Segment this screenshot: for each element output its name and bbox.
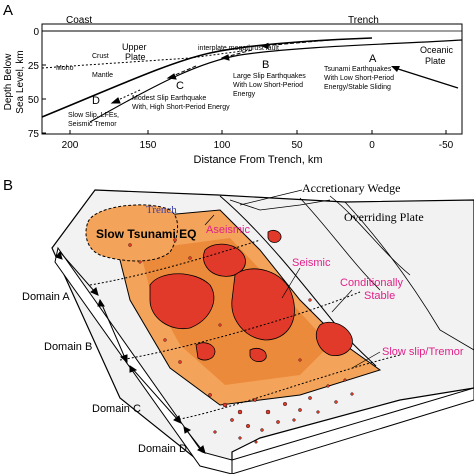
- leader-lines: [204, 189, 381, 369]
- domain-letter-b: B: [262, 59, 269, 71]
- domain-b-line: Large Slip Earthquakes: [233, 73, 306, 80]
- plate-boundary-line: [219, 195, 377, 367]
- domain-d-text: Slow Slip, LFEs, Seismic Tremor: [68, 112, 119, 128]
- trench-label: Trench: [146, 204, 177, 216]
- slab-top-line: [41, 37, 373, 118]
- aseismic-label: Aseismic: [206, 224, 251, 236]
- mantle-label: Mantle: [92, 72, 113, 79]
- domain-c-label: Domain C: [92, 403, 141, 415]
- x-tick-label: -50: [439, 140, 454, 151]
- seismic-patch: [316, 321, 353, 357]
- conditionally-label-1: Conditionally: [340, 277, 403, 289]
- domain-b-text: Large Slip Earthquakes With Low Short-Pe…: [233, 73, 306, 98]
- domain-a-line: With Low Short-Period: [324, 75, 394, 82]
- domain-c-line: With, High Short-Period Energy: [132, 104, 230, 111]
- panel-b-letter: B: [3, 177, 13, 194]
- slab-bottom-line: [89, 39, 463, 123]
- fault-label: interplate megathrust fault: [198, 45, 279, 52]
- domain-letter-c: C: [176, 80, 184, 92]
- domain-letter-d: D: [92, 95, 100, 107]
- oceanic-plate-label-1: Oceanic: [420, 45, 454, 55]
- domain-a-line: Energy/Stable Sliding: [324, 84, 391, 91]
- orange-dots: [128, 238, 312, 364]
- coast-label: Coast: [66, 15, 92, 26]
- x-tick-label: 0: [369, 140, 375, 151]
- domain-b-label: Domain B: [44, 341, 92, 353]
- slow-slip-label: Slow slip/Tremor: [382, 346, 464, 358]
- y-ticks-marks: [42, 30, 46, 134]
- oceanic-plate-arrow: [391, 66, 459, 89]
- domain-arrows: [55, 250, 206, 454]
- seismic-patch: [267, 230, 282, 243]
- tremor-dots: [208, 378, 354, 444]
- seismic-patch: [195, 342, 216, 361]
- panel-a: A Coast Trench: [3, 2, 463, 166]
- plot-frame-a: [41, 23, 463, 135]
- y-tick-label: 75: [28, 129, 40, 140]
- x-tick-label: 100: [214, 140, 231, 151]
- x-tick-label: 150: [140, 140, 157, 151]
- domain-d-line: Seismic Tremor: [68, 121, 117, 128]
- x-tick-label: 50: [291, 140, 303, 151]
- seismic-patch: [149, 273, 215, 330]
- overriding-plate-label: Overriding Plate: [344, 210, 424, 224]
- moho-line: [41, 49, 251, 69]
- accretionary-wedge-label: Accretionary Wedge: [302, 181, 400, 195]
- domain-b-line: Energy: [233, 91, 256, 98]
- upper-plate-label-2: Plate: [125, 52, 146, 62]
- y-axis-label-line1: Depth Below: [3, 53, 14, 110]
- slow-tsunami-label: Slow Tsunami EQ: [96, 227, 196, 241]
- oceanic-plate-label-2: Plate: [425, 56, 446, 66]
- wedge-line-2: [329, 195, 411, 276]
- y-tick-label: 0: [33, 27, 39, 38]
- domain-a-text: Tsunami Earthquakes With Low Short-Perio…: [324, 66, 394, 91]
- seismic-patches: [149, 230, 353, 362]
- domain-c-line: Modest Slip Earthquake: [132, 95, 206, 102]
- domain-letter-a: A: [369, 53, 377, 65]
- domain-d-line: Slow Slip, LFEs,: [68, 112, 119, 119]
- slow-tsunami-zone: [85, 204, 178, 262]
- upper-plate-label-1: Upper: [122, 42, 147, 52]
- domain-boundaries: [89, 239, 401, 421]
- x-tick-label: 200: [62, 140, 79, 151]
- seismic-patch: [231, 268, 295, 341]
- crust-label: Crust: [92, 53, 109, 60]
- domain-c-text: Modest Slip Earthquake With, High Short-…: [132, 95, 230, 111]
- overriding-plate-edge: [344, 201, 474, 351]
- domain-d-label: Domain D: [138, 443, 187, 455]
- seismic-patch: [249, 348, 267, 362]
- y-axis-label-line2: Sea Level, km: [15, 50, 26, 113]
- slip-arrows: [110, 39, 331, 104]
- y-tick-label: 50: [28, 95, 40, 106]
- trench-top-label: Trench: [348, 15, 379, 26]
- domain-a-label: Domain A: [22, 291, 70, 303]
- block-right-face: [231, 387, 474, 474]
- wedge-ridge: [229, 199, 331, 211]
- wedge-line: [299, 197, 381, 291]
- conditionally-label-2: Stable: [364, 290, 395, 302]
- x-ticks-marks: [69, 130, 447, 134]
- moho-label: Moho: [56, 65, 74, 72]
- panel-b: B: [3, 177, 474, 474]
- domain-a-line: Tsunami Earthquakes: [324, 66, 392, 73]
- domain-b-line: With Low Short-Period: [233, 82, 303, 89]
- x-axis-label: Distance From Trench, km: [194, 154, 323, 166]
- panel-a-letter: A: [3, 2, 13, 19]
- y-tick-label: 25: [28, 61, 40, 72]
- seismic-label: Seismic: [292, 257, 331, 269]
